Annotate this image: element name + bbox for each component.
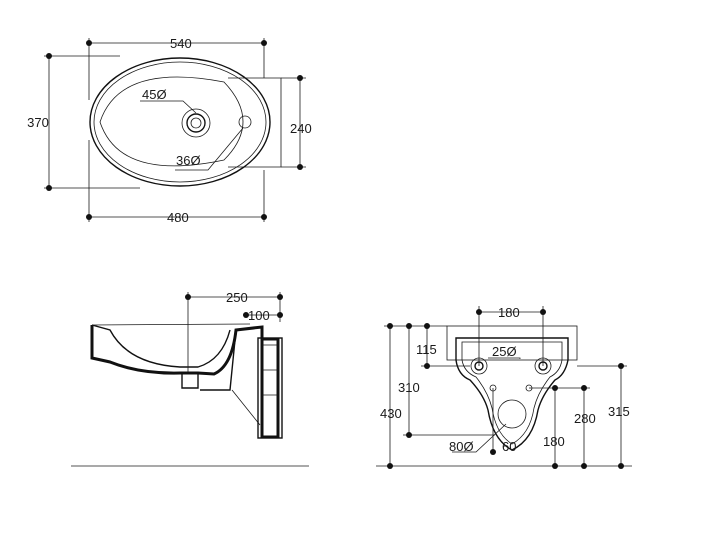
dim-dot xyxy=(277,312,283,318)
dim-dot xyxy=(618,463,624,469)
dim-dot xyxy=(297,75,303,81)
dim-dot xyxy=(406,432,412,438)
dim-label-overflow: 36Ø xyxy=(176,153,201,168)
dim-dot xyxy=(277,294,283,300)
tap-hole xyxy=(181,108,211,138)
dim-label-310: 310 xyxy=(398,380,420,395)
tap-hole-core xyxy=(190,117,202,129)
dim-dot xyxy=(297,164,303,170)
dim-label-100: 100 xyxy=(248,308,270,323)
basin-outline-outer xyxy=(89,57,271,187)
dim-label-60: 60 xyxy=(502,439,516,454)
leader-tap-hole xyxy=(140,100,197,114)
dim-dot xyxy=(424,323,430,329)
dim-label-540: 540 xyxy=(170,36,192,51)
dim-dot xyxy=(424,363,430,369)
dim-label-180-top: 180 xyxy=(498,305,520,320)
basin-section-inner xyxy=(91,324,231,368)
dim-label-fixing-diameter: 25Ø xyxy=(492,344,517,359)
dim-dot xyxy=(581,385,587,391)
dim-dot xyxy=(243,312,249,318)
dim-dot xyxy=(387,323,393,329)
dim-dot xyxy=(581,463,587,469)
basin-bracket xyxy=(231,344,278,426)
dim-label-370: 370 xyxy=(27,115,49,130)
leader-waste xyxy=(452,423,507,453)
rear-top-rim xyxy=(446,325,578,361)
basin-rear-block xyxy=(228,77,282,168)
basin-section xyxy=(90,325,280,439)
waste-hole xyxy=(497,399,527,429)
leader-overflow xyxy=(175,127,244,171)
basin-back-panel xyxy=(257,337,283,439)
dim-dot xyxy=(46,185,52,191)
top-view: 540 370 240 480 45Ø 36Ø xyxy=(27,36,312,225)
dim-label-115: 115 xyxy=(416,342,437,357)
dim-label-280: 280 xyxy=(574,411,596,426)
dim-dot xyxy=(86,214,92,220)
bowl-inner xyxy=(99,76,244,167)
dim-dot xyxy=(476,309,482,315)
side-view: 250 100 xyxy=(71,290,309,467)
dim-label-waste-diameter: 80Ø xyxy=(449,439,474,454)
dim-label-250: 250 xyxy=(226,290,248,305)
dim-label-240: 240 xyxy=(290,121,312,136)
dim-dot xyxy=(185,294,191,300)
dim-label-315: 315 xyxy=(608,404,630,419)
dim-dot xyxy=(86,40,92,46)
dim-dot xyxy=(406,323,412,329)
dim-dot xyxy=(490,449,496,455)
dim-label-480: 480 xyxy=(167,210,189,225)
rear-body-outline xyxy=(455,337,569,451)
rear-body-inner xyxy=(461,341,563,445)
dim-dot xyxy=(46,53,52,59)
dim-dot xyxy=(261,214,267,220)
rear-view: 180 25Ø 115 310 430 80Ø 60 180 280 315 xyxy=(376,305,632,469)
dim-dot xyxy=(261,40,267,46)
dim-dot xyxy=(552,385,558,391)
tap-hole-inner xyxy=(186,113,206,133)
dim-label-180-lower: 180 xyxy=(543,434,565,449)
dim-dot xyxy=(618,363,624,369)
dim-dot xyxy=(387,463,393,469)
dim-dot xyxy=(552,463,558,469)
dim-label-tap-hole: 45Ø xyxy=(142,87,167,102)
basin-wall-back xyxy=(181,329,237,391)
leader-fixing xyxy=(488,357,521,359)
dim-dot xyxy=(540,309,546,315)
basin-top-rim xyxy=(91,323,251,326)
basin-outline-inner xyxy=(93,61,267,183)
dim-label-430: 430 xyxy=(380,406,402,421)
overflow-hole xyxy=(238,115,252,129)
